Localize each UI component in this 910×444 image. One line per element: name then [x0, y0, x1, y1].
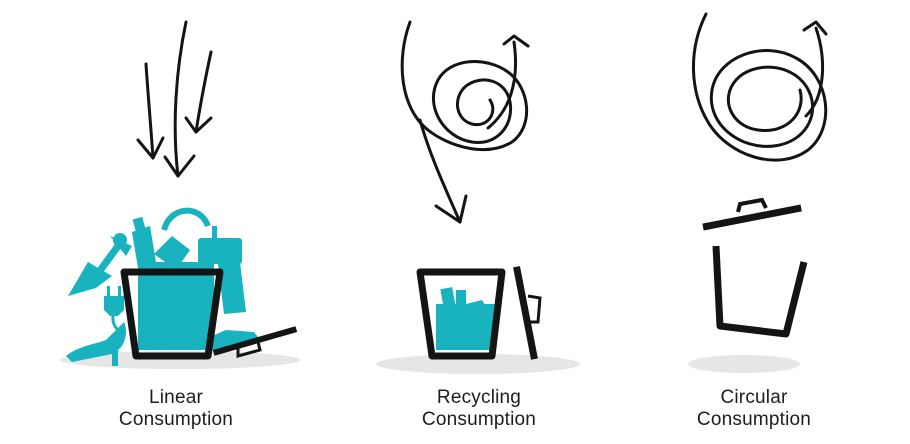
linear-consumption-label: Linear Consumption: [56, 387, 296, 431]
circular-consumption-label: Circular Consumption: [634, 387, 874, 431]
radio-icon: [198, 238, 242, 264]
circular-bin-lid: [702, 204, 802, 231]
overflowing-waste: [66, 207, 262, 366]
circular-loop-arrow: [691, 12, 828, 162]
linear-bin-lid: [212, 326, 298, 356]
linear-panel: [60, 20, 300, 369]
circular-bin-lid-handle: [736, 197, 768, 213]
linear-label-line2: Consumption: [118, 409, 234, 430]
shoe-icon: [212, 330, 262, 350]
circular-floor-shadow: [688, 355, 800, 373]
recycling-floor-shadow: [376, 354, 580, 374]
recycled-contents: [436, 287, 496, 350]
linear-arrow-right-head: [184, 116, 213, 134]
linear-arrow-right: [194, 50, 213, 134]
linear-arrow-center: [173, 20, 188, 178]
recycling-arrow-head: [434, 194, 468, 224]
circular-label-line1: Circular: [720, 387, 788, 408]
high-heel-icon: [66, 322, 126, 366]
recycling-loop-arrow: [400, 20, 530, 224]
recycling-loop-head: [502, 34, 530, 48]
recycling-label-line1: Recycling: [436, 387, 522, 408]
recycling-label-line2: Consumption: [421, 409, 537, 430]
linear-arrows: [136, 20, 213, 178]
recycling-bin-lid-handle: [527, 294, 542, 324]
circular-bin: [712, 245, 808, 338]
linear-bin-lid-handle: [236, 341, 262, 358]
bottle-icon: [132, 226, 156, 268]
circular-panel: [688, 12, 828, 373]
sleeve-icon: [218, 262, 246, 314]
linear-arrow-center-head: [163, 154, 196, 178]
linear-arrow-left-head: [136, 136, 165, 160]
recycling-bin: [416, 268, 506, 360]
recycling-bin-lid: [513, 266, 538, 360]
plug-icon: [104, 296, 124, 316]
circular-loop-head: [802, 20, 828, 36]
recycling-panel: [376, 20, 580, 374]
linear-arrow-left: [144, 62, 155, 160]
linear-bin: [120, 268, 224, 360]
handle-ring-icon: [161, 207, 211, 232]
recycling-consumption-label: Recycling Consumption: [359, 387, 599, 431]
linear-label-line1: Linear: [148, 387, 204, 408]
circular-label-line2: Consumption: [696, 409, 812, 430]
